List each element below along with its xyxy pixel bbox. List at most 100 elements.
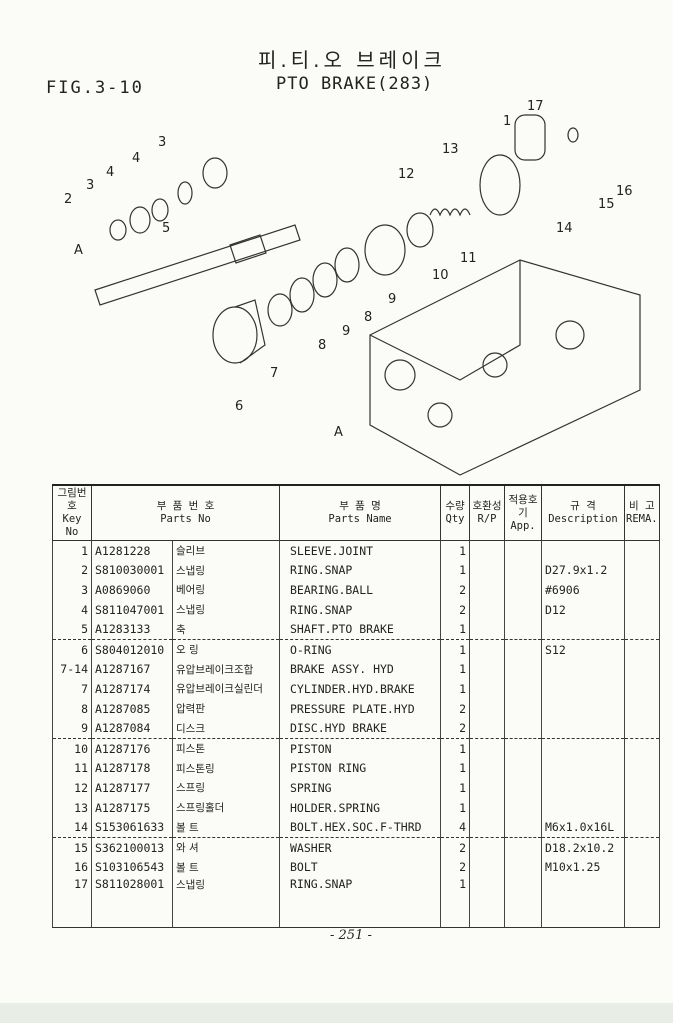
header-ko: 부 품 명 [339,500,381,512]
cell-key: 1 [52,540,92,561]
cell-desc [541,778,625,798]
cell-qty: 2 [440,857,470,878]
cell-a [504,718,542,739]
cell-name: RING.SNAP [279,560,441,581]
cell-r [469,659,505,680]
cell-r [469,738,505,759]
cell-name: WASHER [279,837,441,858]
header-ko: 그림번호 [57,487,87,512]
cell-name: SHAFT.PTO BRAKE [279,619,441,640]
cell-a [504,698,542,719]
rings-left [109,157,228,241]
cell-key: 15 [52,837,92,858]
cell-m [624,797,660,818]
cell-a [504,679,542,699]
cell-a [504,659,542,680]
title-korean: 피.티.오 브레이크 [258,48,446,72]
cell-m [624,778,660,798]
cell-desc [541,758,625,779]
cell-key: 10 [52,738,92,759]
cell-r [469,797,505,818]
cell-key: 5 [52,619,92,640]
cell-qty: 1 [440,619,470,640]
callout-label: 6 [235,399,243,414]
cell-key: 13 [52,797,92,818]
cell-r [469,718,505,739]
cell-desc: D27.9x1.2 [541,560,625,581]
cell-m [624,619,660,640]
cell-ko: 스냅링 [172,599,280,620]
callout-label: 10 [432,268,449,283]
cell-qty: 1 [440,758,470,779]
cell-ko: 스냅링 [172,877,280,929]
callout-label: 17 [527,99,544,114]
cell-m [624,679,660,699]
cell-r [469,619,505,640]
cell-qty: 1 [440,679,470,699]
header-en: REMA. [626,513,658,525]
cell-qty: 4 [440,817,470,838]
figure-number: FIG.3-10 [46,78,144,98]
cell-m [624,659,660,680]
callout-label: 3 [158,135,166,150]
cell-part: S811028001 [91,877,173,929]
cell-desc [541,797,625,818]
cell-desc [541,698,625,719]
cell-key: 2 [52,560,92,581]
cell-a [504,619,542,640]
cell-qty: 2 [440,599,470,620]
cell-a [504,639,542,660]
cell-name: RING.SNAP [279,599,441,620]
callout-label: A [74,243,83,258]
header-ko: 부 품 번 호 [156,500,215,512]
cell-r [469,580,505,600]
header-ko: 호환성 [472,500,502,512]
cell-desc [541,718,625,739]
cell-part: S153061633 [91,817,173,838]
header-ko: 수량 [445,500,465,512]
cell-r [469,679,505,699]
callout-label: 4 [106,165,114,180]
callout-label: 9 [342,324,350,339]
cell-ko: 압력판 [172,698,280,719]
callout-label: 2 [64,192,72,207]
cell-m [624,877,660,929]
cell-qty: 1 [440,540,470,561]
cell-qty: 2 [440,718,470,739]
transmission-housing [369,259,641,476]
cell-ko: 스프링홀더 [172,797,280,818]
cell-key: 14 [52,817,92,838]
cell-a [504,560,542,581]
cell-m [624,857,660,878]
scan-edge [0,1003,673,1023]
cell-a [504,877,542,929]
cell-qty: 1 [440,778,470,798]
cell-m [624,758,660,779]
cell-ko: 피스톤 [172,738,280,759]
cell-desc [541,619,625,640]
header-en: Parts No [160,513,211,525]
callout-label: 15 [598,197,615,212]
callout-label: 16 [616,184,633,199]
cell-r [469,857,505,878]
cell-desc: M10x1.25 [541,857,625,878]
cell-ko: 축 [172,619,280,640]
cell-ko: 볼 트 [172,817,280,838]
cell-m [624,639,660,660]
cell-a [504,540,542,561]
